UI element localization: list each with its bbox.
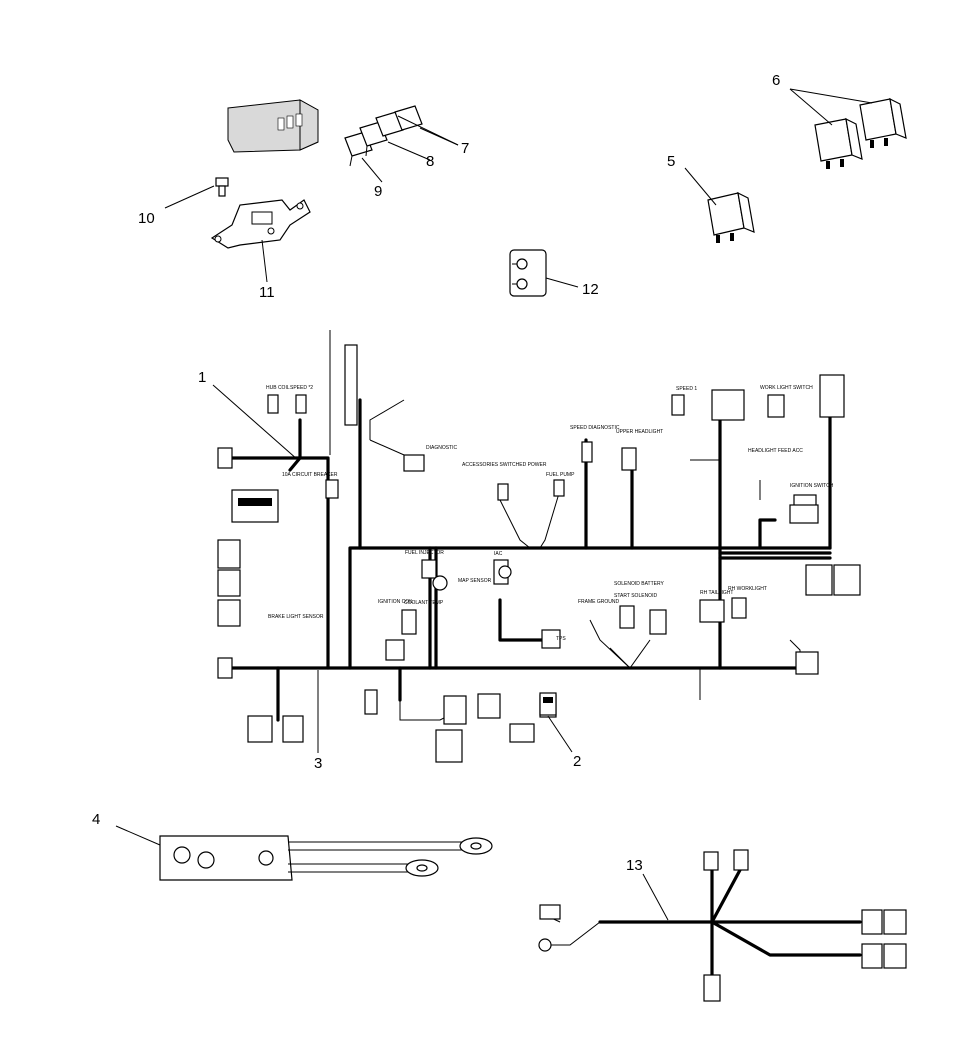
label-headlight-feed-acc: HEADLIGHT FEED ACC	[748, 448, 803, 454]
label-ignition-coil: IGNITION COIL	[378, 599, 414, 605]
label-upper-headlight: UPPER HEADLIGHT	[616, 429, 663, 435]
callout-6: 6	[772, 72, 780, 89]
main-harness	[228, 330, 832, 722]
callout-4: 4	[92, 811, 100, 828]
label-speed-1: SPEED 1	[676, 386, 697, 392]
label-map-sensor: MAP SENSOR	[458, 578, 492, 584]
callout-2: 2	[573, 753, 581, 770]
mounting-bracket	[210, 199, 311, 249]
label-accessories-switched-power: ACCESSORIES SWITCHED POWER	[462, 462, 547, 468]
mounting-screw	[215, 177, 229, 197]
label-diagnostic: DIAGNOSTIC	[426, 445, 458, 451]
callout-7: 7	[461, 140, 469, 157]
harness-labels: HUB COIL SPEED *2 10A CIRCUIT BREAKER DI…	[266, 385, 834, 642]
callout-12: 12	[582, 281, 599, 298]
label-solenoid-battery: SOLENOID BATTERY	[614, 581, 664, 587]
sub-harness	[538, 849, 907, 1002]
label-speed-2: SPEED *2	[290, 385, 313, 391]
label-speed-diagnostic: SPEED DIAGNOSTIC	[570, 425, 620, 431]
label-hub-coil: HUB COIL	[266, 385, 290, 391]
callout-10: 10	[138, 210, 155, 227]
label-tps: TPS	[556, 636, 566, 642]
label-coolant-temp: COOLANT TEMP	[404, 600, 444, 606]
callout-9: 9	[374, 183, 382, 200]
relay-6a	[814, 117, 863, 169]
relay-5	[707, 191, 755, 243]
relay-6b	[859, 97, 907, 148]
label-start-solenoid: START SOLENOID	[614, 593, 657, 599]
label-circuit-breaker: 10A CIRCUIT BREAKER	[282, 472, 338, 478]
fuse-block	[227, 99, 319, 153]
label-rh-worklight: RH WORKLIGHT	[728, 586, 767, 592]
fuse-set	[344, 105, 423, 167]
label-rh-taillight: RH TAILLIGHT	[700, 590, 733, 596]
callout-11: 11	[259, 284, 275, 301]
callout-8: 8	[426, 153, 434, 170]
callout-5: 5	[667, 153, 675, 170]
battery-cable	[159, 835, 493, 881]
callout-13: 13	[626, 857, 643, 874]
label-frame-ground: FRAME GROUND	[578, 599, 620, 605]
label-work-light-switch: WORK LIGHT SWITCH	[760, 385, 813, 391]
leader-lines	[115, 88, 873, 921]
label-fuel-pump: FUEL PUMP	[546, 472, 575, 478]
label-iac: IAC	[494, 551, 503, 557]
connector-2	[539, 692, 557, 716]
callout-1: 1	[198, 369, 206, 386]
label-fuel-injector: FUEL INJECTOR	[405, 550, 444, 556]
circuit-breaker	[509, 249, 547, 297]
callout-numbers: 1 2 3 4 5 6 7 8 9 10 11 12 13	[92, 72, 780, 874]
callout-3: 3	[314, 755, 322, 772]
label-brake-light-sensor: BRAKE LIGHT SENSOR	[268, 614, 324, 620]
label-ignition-switch: IGNITION SWITCH	[790, 483, 834, 489]
